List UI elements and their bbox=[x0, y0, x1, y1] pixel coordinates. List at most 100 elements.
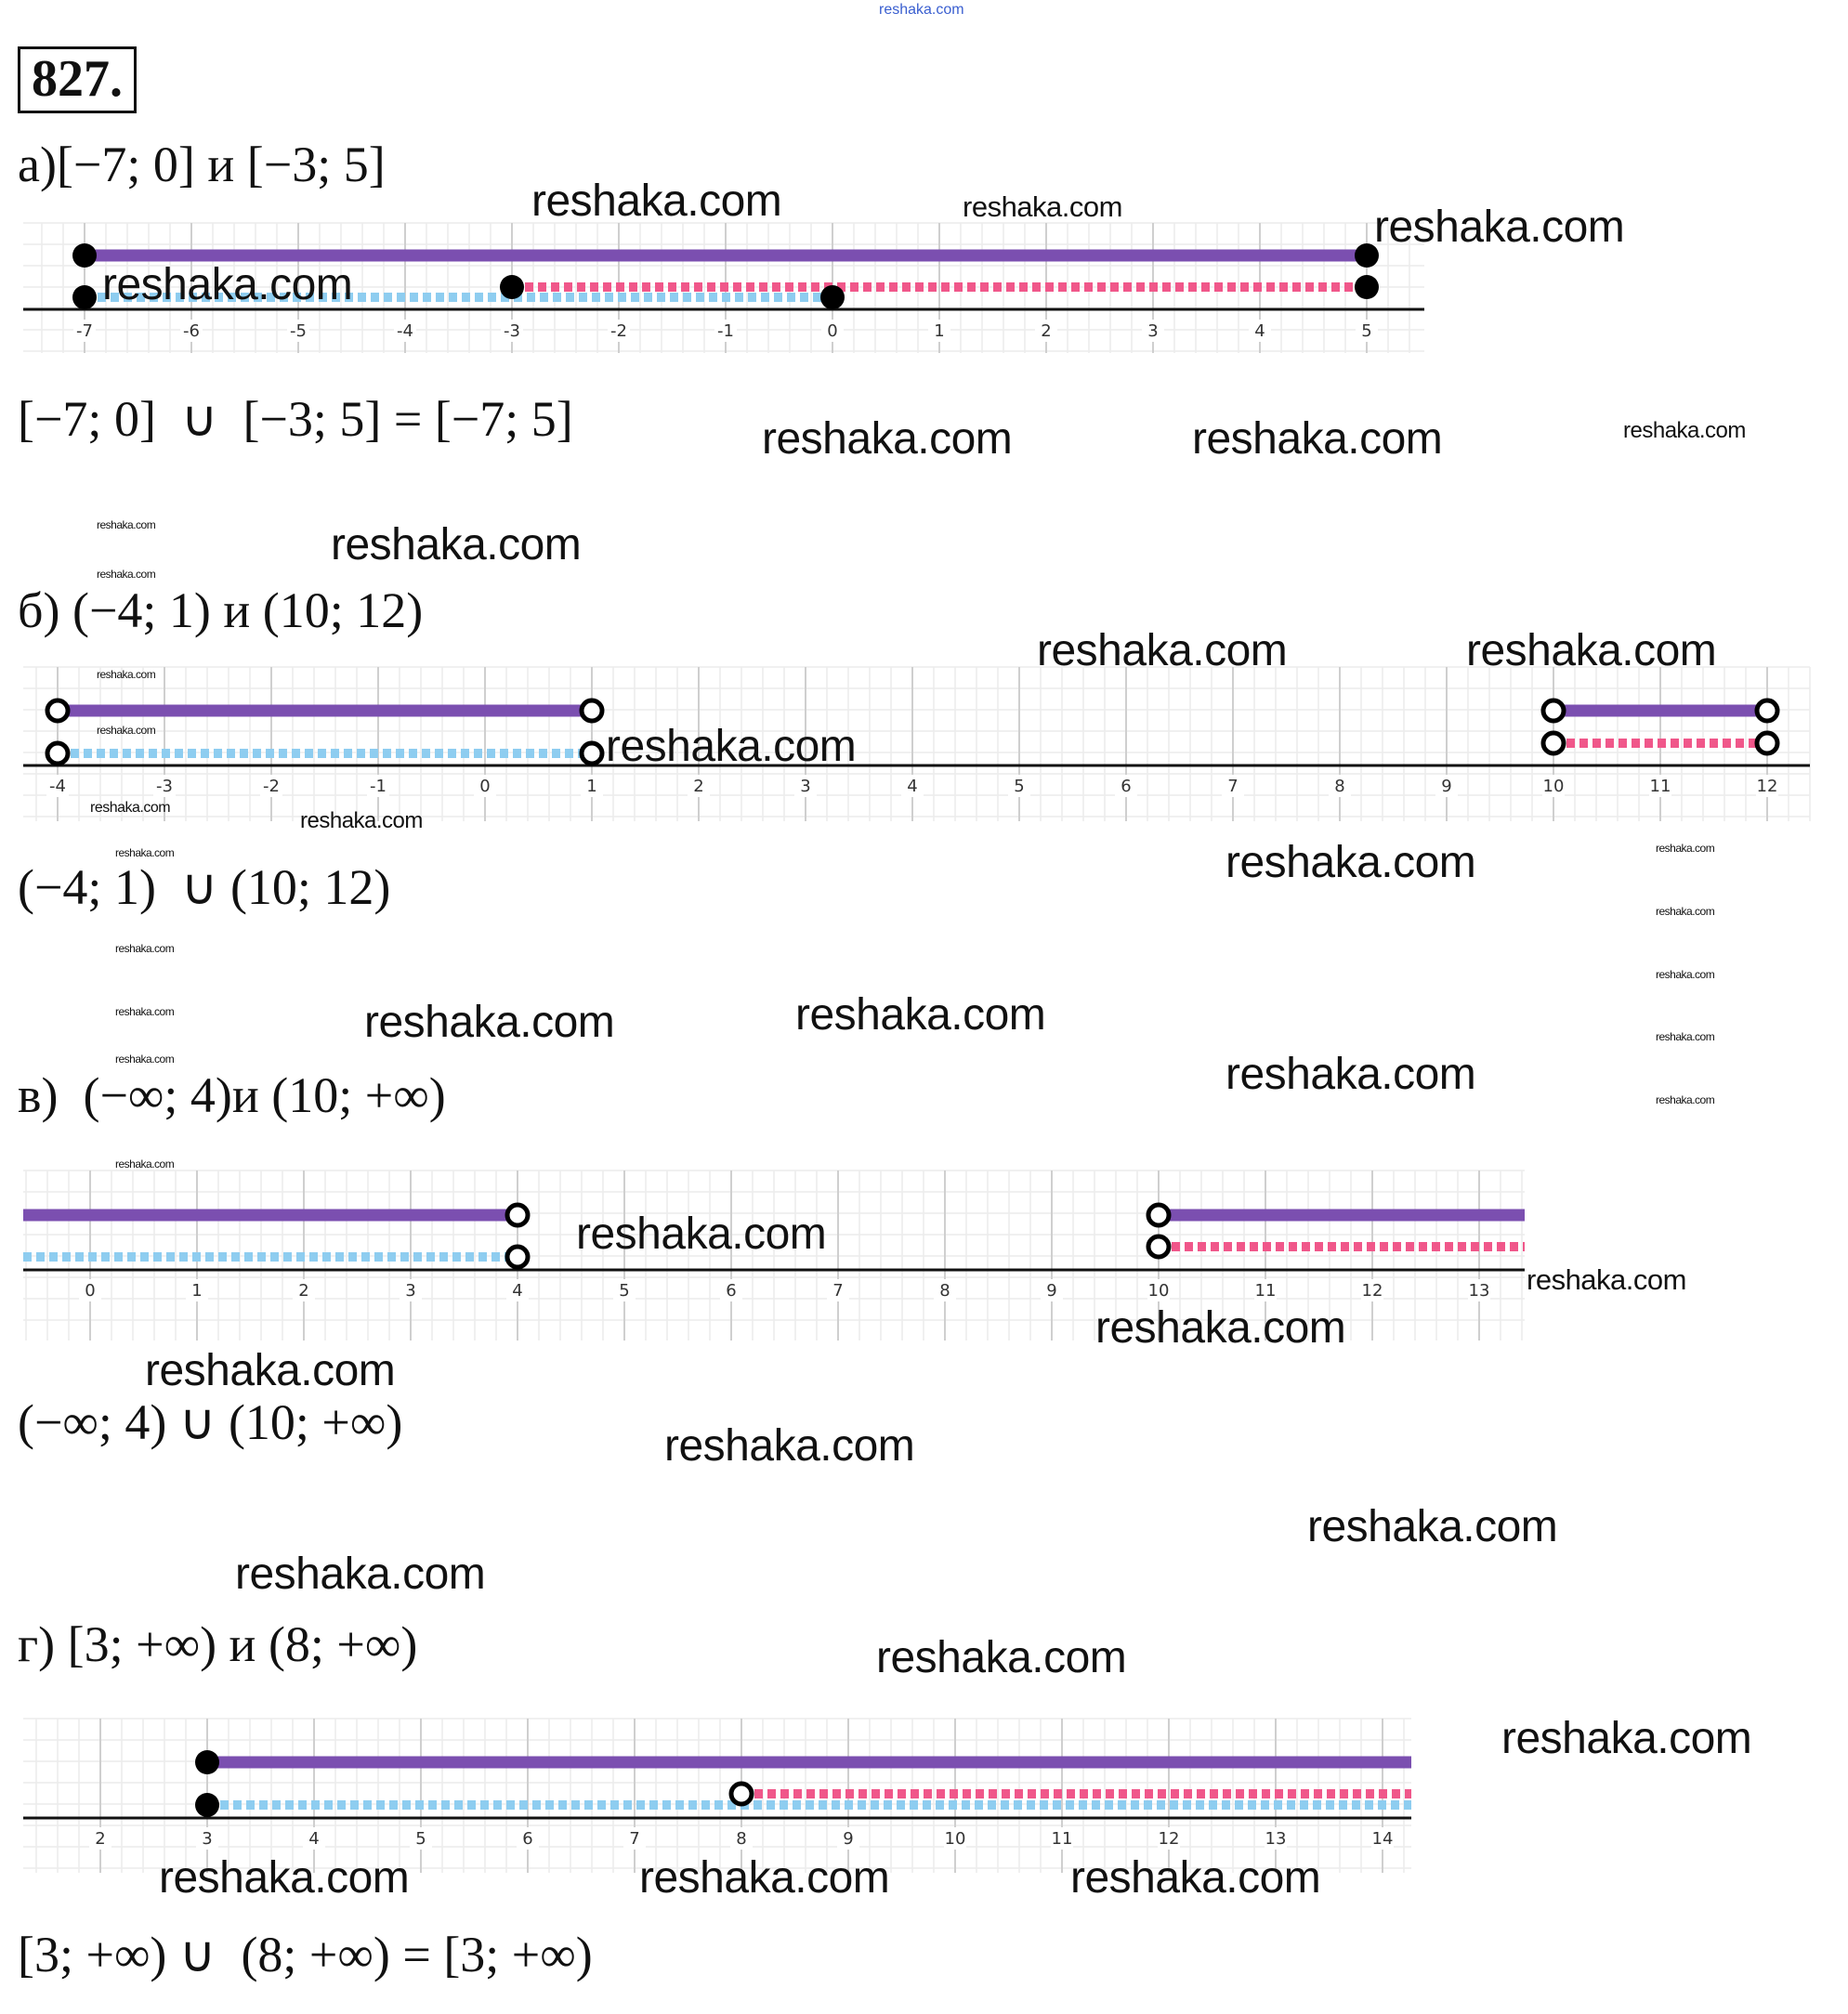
tick-label-bg bbox=[714, 320, 737, 342]
open-endpoint bbox=[1146, 1202, 1172, 1228]
watermark: reshaka.com bbox=[1656, 1030, 1715, 1043]
closed-endpoint bbox=[72, 243, 97, 268]
tick-label-bg bbox=[367, 775, 389, 797]
part-d-result: [3; +∞) ∪ (8; +∞) = [3; +∞) bbox=[18, 1927, 593, 1982]
tick-label: 3 bbox=[800, 777, 810, 796]
tick-label: -3 bbox=[156, 777, 173, 796]
tick-label: 12 bbox=[1362, 1281, 1383, 1301]
tick-label-bg bbox=[1468, 1279, 1490, 1301]
watermark: reshaka.com bbox=[876, 1633, 1127, 1682]
open-endpoint bbox=[45, 698, 71, 724]
watermark: reshaka.com bbox=[235, 1550, 486, 1599]
watermark: reshaka.com bbox=[1527, 1263, 1686, 1296]
tick-label-bg bbox=[180, 320, 203, 342]
tick-label: 2 bbox=[298, 1281, 308, 1301]
watermark: reshaka.com bbox=[115, 942, 175, 955]
tick-label: -1 bbox=[717, 321, 734, 341]
tick-label-bg bbox=[730, 1827, 753, 1850]
tick-label-bg bbox=[1254, 1279, 1277, 1301]
open-endpoint bbox=[1754, 730, 1780, 756]
watermark: reshaka.com bbox=[115, 846, 175, 859]
tick-label: 11 bbox=[1052, 1829, 1073, 1849]
open-endpoint bbox=[1754, 698, 1780, 724]
tick-label: 7 bbox=[832, 1281, 843, 1301]
closed-endpoint bbox=[1355, 243, 1379, 268]
tick-label: 4 bbox=[1254, 321, 1265, 341]
tick-label: 11 bbox=[1255, 1281, 1277, 1301]
tick-label: 13 bbox=[1265, 1829, 1287, 1849]
tick-label: 6 bbox=[1121, 777, 1131, 796]
tick-label: 4 bbox=[907, 777, 917, 796]
tick-label-bg bbox=[944, 1827, 966, 1850]
tick-label-bg bbox=[73, 320, 96, 342]
watermark: reshaka.com bbox=[1225, 1050, 1476, 1099]
tick-label: 10 bbox=[945, 1829, 966, 1849]
open-endpoint bbox=[505, 1202, 531, 1228]
watermark: reshaka.com bbox=[576, 1210, 827, 1259]
tick-label-bg bbox=[196, 1827, 218, 1850]
watermark: reshaka.com bbox=[300, 808, 423, 833]
tick-label: 10 bbox=[1148, 1281, 1170, 1301]
tick-label-bg bbox=[1008, 775, 1030, 797]
watermark: reshaka.com bbox=[97, 668, 156, 681]
part-a-label: а)[−7; 0] и [−3; 5] bbox=[18, 137, 386, 192]
tick-label: -2 bbox=[610, 321, 627, 341]
top-watermark: reshaka.com bbox=[879, 2, 964, 18]
tick-label: 13 bbox=[1469, 1281, 1490, 1301]
watermark: reshaka.com bbox=[115, 1157, 175, 1170]
part-b-result: (−4; 1) ∪ (10; 12) bbox=[18, 859, 391, 915]
open-endpoint bbox=[1540, 730, 1566, 756]
tick-label-bg bbox=[1249, 320, 1271, 342]
tick-label-bg bbox=[934, 1279, 956, 1301]
tick-label-bg bbox=[623, 1827, 646, 1850]
part-b-label: б) (−4; 1) и (10; 12) bbox=[18, 582, 424, 638]
open-endpoint bbox=[1540, 698, 1566, 724]
tick-label-bg bbox=[410, 1827, 432, 1850]
tick-label-bg bbox=[1542, 775, 1565, 797]
tick-label: 4 bbox=[308, 1829, 319, 1849]
tick-label-bg bbox=[46, 775, 69, 797]
watermark: reshaka.com bbox=[145, 1346, 396, 1395]
tick-label: 5 bbox=[619, 1281, 629, 1301]
tick-label: 7 bbox=[1227, 777, 1238, 796]
watermark: reshaka.com bbox=[115, 1053, 175, 1066]
tick-label: -1 bbox=[370, 777, 387, 796]
tick-label: -4 bbox=[397, 321, 413, 341]
tick-label-bg bbox=[293, 1279, 315, 1301]
tick-label: 9 bbox=[1441, 777, 1451, 796]
closed-endpoint bbox=[820, 285, 845, 309]
tick-label-bg bbox=[394, 320, 416, 342]
tick-label: -3 bbox=[504, 321, 520, 341]
tick-label-bg bbox=[827, 1279, 849, 1301]
open-endpoint bbox=[728, 1781, 754, 1807]
tick-label-bg bbox=[901, 775, 924, 797]
tick-label-bg bbox=[1142, 320, 1164, 342]
tick-label: 2 bbox=[95, 1829, 105, 1849]
tick-label: 5 bbox=[415, 1829, 426, 1849]
tick-label-bg bbox=[1329, 775, 1351, 797]
watermark: reshaka.com bbox=[1466, 626, 1717, 675]
tick-label-bg bbox=[1371, 1827, 1394, 1850]
tick-label-bg bbox=[1158, 1827, 1180, 1850]
watermark: reshaka.com bbox=[364, 998, 615, 1047]
closed-endpoint bbox=[72, 285, 97, 309]
tick-label: -7 bbox=[76, 321, 93, 341]
tick-label-bg bbox=[720, 1279, 742, 1301]
tick-label-bg bbox=[1649, 775, 1671, 797]
tick-label-bg bbox=[794, 775, 817, 797]
tick-label: 5 bbox=[1014, 777, 1024, 796]
watermark: reshaka.com bbox=[606, 722, 857, 771]
tick-label-bg bbox=[303, 1827, 325, 1850]
tick-label-bg bbox=[1115, 775, 1137, 797]
tick-label-bg bbox=[79, 1279, 101, 1301]
watermark: reshaka.com bbox=[531, 177, 782, 226]
tick-label: 7 bbox=[629, 1829, 639, 1849]
watermark: reshaka.com bbox=[963, 190, 1122, 223]
tick-label-bg bbox=[474, 775, 496, 797]
tick-label-bg bbox=[1756, 775, 1778, 797]
watermark: reshaka.com bbox=[1656, 968, 1715, 981]
watermark: reshaka.com bbox=[1307, 1502, 1558, 1551]
tick-label: 9 bbox=[843, 1829, 853, 1849]
tick-label: -5 bbox=[290, 321, 307, 341]
tick-label-bg bbox=[287, 320, 309, 342]
